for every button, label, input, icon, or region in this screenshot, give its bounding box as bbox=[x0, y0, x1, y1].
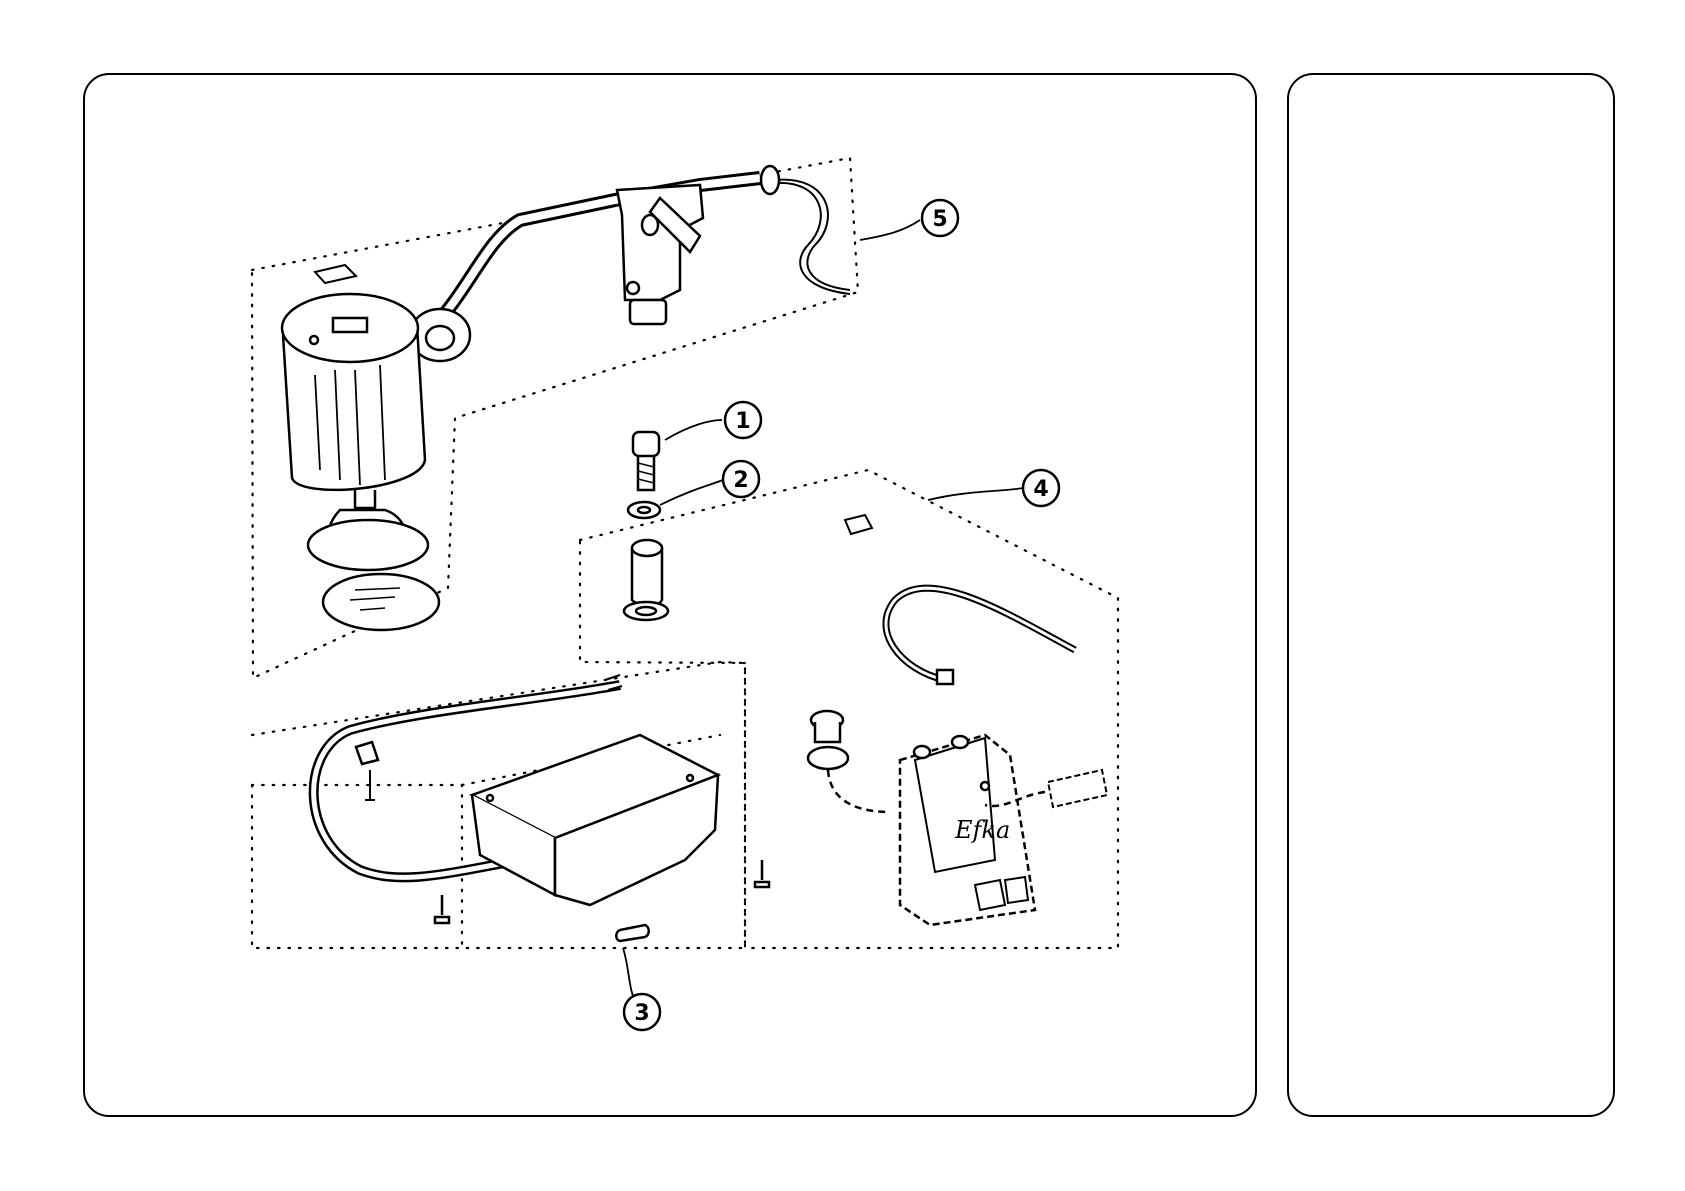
cable-kit bbox=[314, 675, 718, 941]
screw-washer-set bbox=[624, 432, 668, 620]
callout-3: 3 bbox=[624, 994, 660, 1030]
callout-4: 4 bbox=[1023, 470, 1059, 506]
callout-3-label: 3 bbox=[634, 1001, 649, 1026]
callout-2: 2 bbox=[723, 461, 759, 497]
lamp-assembly bbox=[282, 166, 850, 630]
callout-1: 1 bbox=[725, 402, 761, 438]
callout-5-label: 5 bbox=[932, 207, 947, 232]
switch-kit: Efka bbox=[755, 515, 1107, 925]
callout-2-label: 2 bbox=[733, 468, 748, 493]
callout-5: 5 bbox=[922, 200, 958, 236]
callout-4-label: 4 bbox=[1033, 477, 1048, 502]
callout-1-label: 1 bbox=[735, 409, 750, 434]
efka-logo: Efka bbox=[954, 816, 1010, 844]
